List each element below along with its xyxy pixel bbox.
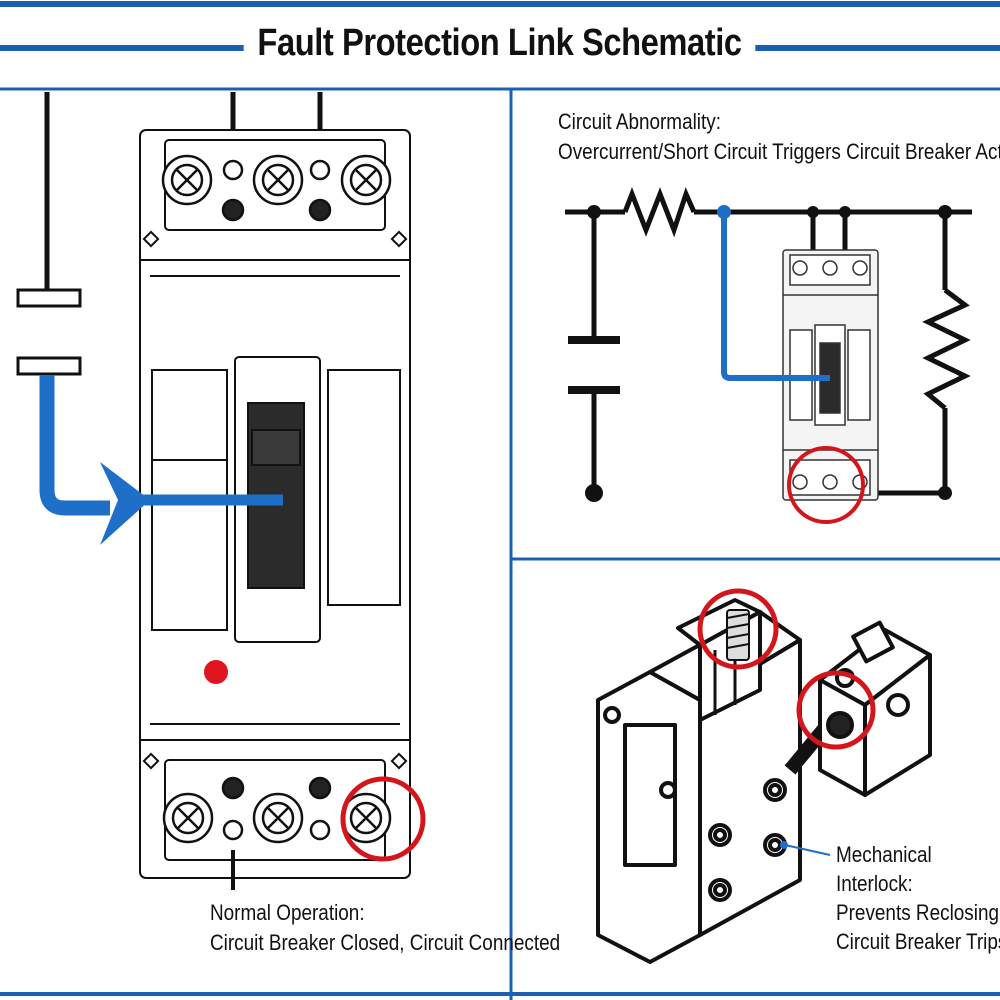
- normal-caption-line1: Normal Operation:: [210, 900, 365, 925]
- highlight-circle-terminal: [340, 776, 426, 862]
- threaded-bolt: [726, 609, 750, 661]
- circuit-breaker-small: [782, 249, 879, 501]
- interlock-caption-line1: Mechanical: [836, 842, 932, 867]
- highlight-circle-block: [796, 670, 876, 750]
- interlock-bracket: [596, 598, 802, 964]
- junction-dots: [585, 205, 952, 502]
- main-bus-line: [565, 187, 972, 238]
- callout-leader: [784, 844, 831, 856]
- blue-trip-signal: [721, 212, 830, 381]
- interlock-caption-line2: Interlock:: [836, 871, 913, 896]
- normal-caption-line2: Circuit Breaker Closed, Circuit Connecte…: [210, 930, 561, 955]
- blue-junction: [717, 205, 731, 219]
- interlock-caption-line3: Prevents Reclosing After: [836, 900, 1000, 925]
- interlock-block: [818, 620, 932, 797]
- capacitor-symbol: [16, 92, 82, 376]
- interlock-caption: Mechanical Interlock: Prevents Reclosing…: [836, 840, 1000, 956]
- callout-dot: [780, 841, 788, 849]
- terminal-screws-top: [161, 154, 392, 222]
- abnormal-caption-line1: Circuit Abnormality:: [558, 109, 721, 134]
- interlock-caption-line4: Circuit Breaker Trips: [836, 929, 1000, 954]
- abnormality-caption: Circuit Abnormality: Overcurrent/Short C…: [558, 107, 1000, 167]
- highlight-circle-bolt: [697, 588, 779, 670]
- page-title-wrap: Fault Protection Link Schematic: [0, 22, 1000, 65]
- abnormal-caption-line2: Overcurrent/Short Circuit Triggers Circu…: [558, 139, 1000, 164]
- indicator-light: [204, 660, 228, 684]
- capacitor-branch: [568, 212, 620, 493]
- load-resistor-branch: [810, 212, 971, 496]
- blue-flow-arrow: [39, 375, 283, 545]
- page-title: Fault Protection Link Schematic: [244, 22, 756, 65]
- normal-operation-caption: Normal Operation: Circuit Breaker Closed…: [210, 898, 560, 958]
- highlight-circle-small-breaker: [787, 446, 865, 524]
